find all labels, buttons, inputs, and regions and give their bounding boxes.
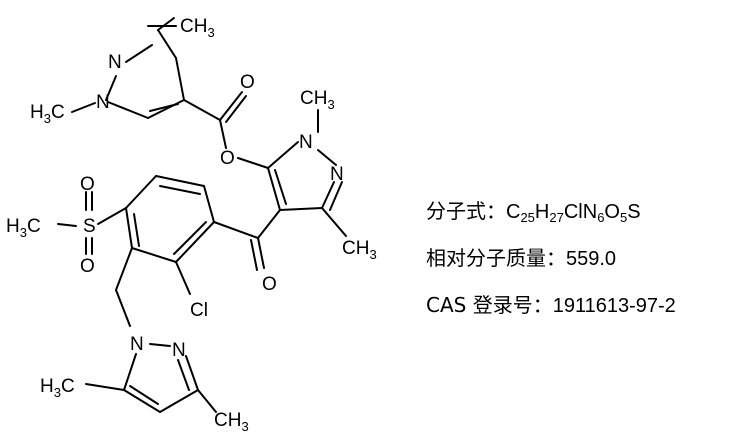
ch3-right-n: CH3 xyxy=(300,88,335,112)
cas-value: 1911613-97-2 xyxy=(552,295,676,317)
cas-label: CAS 登录号： xyxy=(426,293,553,317)
n-bottom2-label: N xyxy=(172,340,186,361)
h3c-top-left: H3C xyxy=(30,102,65,126)
formula-h: H xyxy=(534,201,550,223)
mw-label: 相对分子质量： xyxy=(426,246,566,270)
molecular-weight: 相对分子质量：559.0 xyxy=(426,246,616,271)
top-pyrazole xyxy=(71,17,185,119)
cl-label: Cl xyxy=(190,300,208,321)
n-right1-label: N xyxy=(299,132,313,153)
formula-label: 分子式： xyxy=(426,199,506,223)
formula-h-count: 27 xyxy=(549,210,564,225)
o-ketone: O xyxy=(262,274,277,295)
benzene-ring xyxy=(125,175,215,295)
h3c-s: H3C xyxy=(6,216,41,240)
mw-value: 559.0 xyxy=(566,248,617,270)
ch3-right-c: CH3 xyxy=(342,238,377,262)
o-s-top: O xyxy=(80,174,95,195)
ketone-group xyxy=(213,209,281,271)
h3c-bottom: H3C xyxy=(40,376,75,400)
n-top2-label: N xyxy=(96,92,110,113)
formula-n: N xyxy=(582,201,598,223)
o-carbonyl-top: O xyxy=(240,72,255,93)
formula-o: O xyxy=(604,201,620,223)
ester-group xyxy=(183,91,269,169)
molecular-formula: 分子式：C25H27ClN6O5S xyxy=(426,199,641,230)
o-ester: O xyxy=(220,148,235,169)
formula-n-count: 6 xyxy=(597,210,605,225)
n-top-label: N xyxy=(108,52,122,73)
formula-cl: Cl xyxy=(563,201,583,223)
bottom-pyrazole xyxy=(85,247,217,413)
formula-c: C xyxy=(506,201,521,223)
n-bottom1-label: N xyxy=(130,334,144,355)
s-label: S xyxy=(83,216,96,237)
right-pyrazole xyxy=(267,109,347,237)
formula-s: S xyxy=(627,201,641,223)
ch3-bottom: CH3 xyxy=(214,410,249,434)
sulfonyl-group xyxy=(57,191,127,255)
formula-o-count: 5 xyxy=(619,210,628,225)
o-s-bottom: O xyxy=(80,256,95,277)
n-right2-label: N xyxy=(330,164,344,185)
formula-c-count: 25 xyxy=(520,210,535,225)
cas-number: CAS 登录号：1911613-97-2 xyxy=(426,293,676,318)
ch3-top: CH3 xyxy=(180,16,215,40)
